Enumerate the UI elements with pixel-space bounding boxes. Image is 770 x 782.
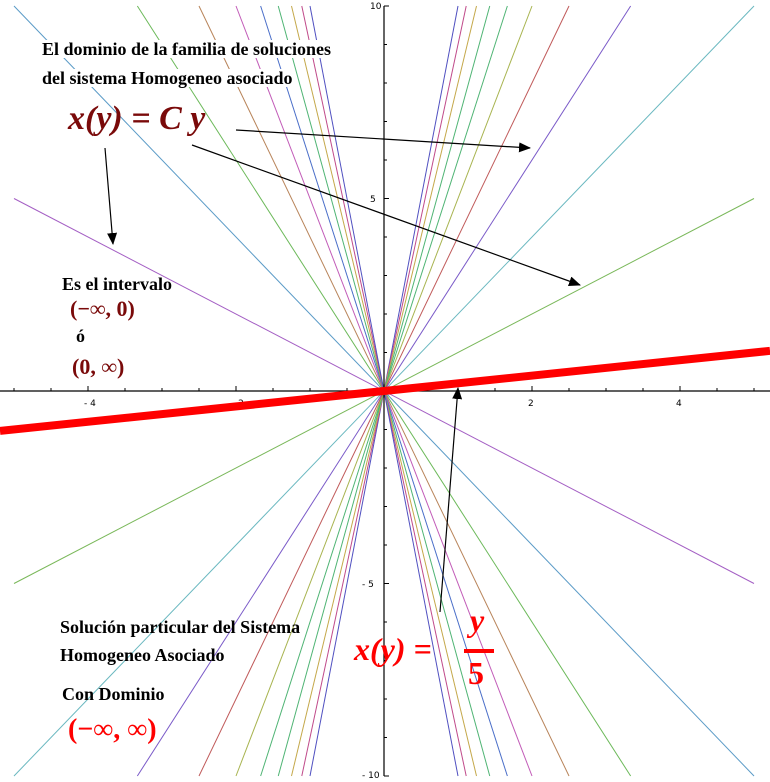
domain-value: (−∞, ∞) xyxy=(68,714,157,745)
particular-equation-numerator: y xyxy=(470,602,485,638)
domain-label: Con Dominio xyxy=(62,684,165,704)
y-tick-label: 5 xyxy=(370,195,376,205)
arrow-to-particular-line xyxy=(439,387,463,613)
interval-positive: (0, ∞) xyxy=(72,354,125,379)
y-tick-label: - 10 xyxy=(362,771,380,781)
family-equation: x(y) = C y xyxy=(68,100,206,137)
arrow-to-interval xyxy=(104,147,118,245)
particular-solution-line xyxy=(0,346,770,435)
particular-equation-denominator: 5 xyxy=(468,655,484,691)
family-title-line2: del sistema Homogeneo asociado xyxy=(42,68,293,88)
x-tick-label: 4 xyxy=(676,399,682,409)
fraction-bar xyxy=(464,649,494,653)
y-tick-label: - 5 xyxy=(362,580,374,590)
particular-title-line2: Homogeneo Asociado xyxy=(60,645,225,665)
or-label: ó xyxy=(76,326,85,346)
y-tick-label: 10 xyxy=(370,2,382,12)
arrow-to-positive-lines xyxy=(235,129,531,153)
interval-label: Es el intervalo xyxy=(62,274,172,294)
family-title-line1: El dominio de la familia de soluciones xyxy=(42,39,332,59)
arrow-to-shallow-line xyxy=(191,144,581,286)
particular-equation-lhs: x(y) = xyxy=(354,631,432,667)
particular-title-line1: Solución particular del Sistema xyxy=(60,617,301,637)
x-tick-label: 2 xyxy=(528,399,534,409)
interval-negative: (−∞, 0) xyxy=(70,296,135,321)
x-tick-label: - 4 xyxy=(84,399,96,409)
